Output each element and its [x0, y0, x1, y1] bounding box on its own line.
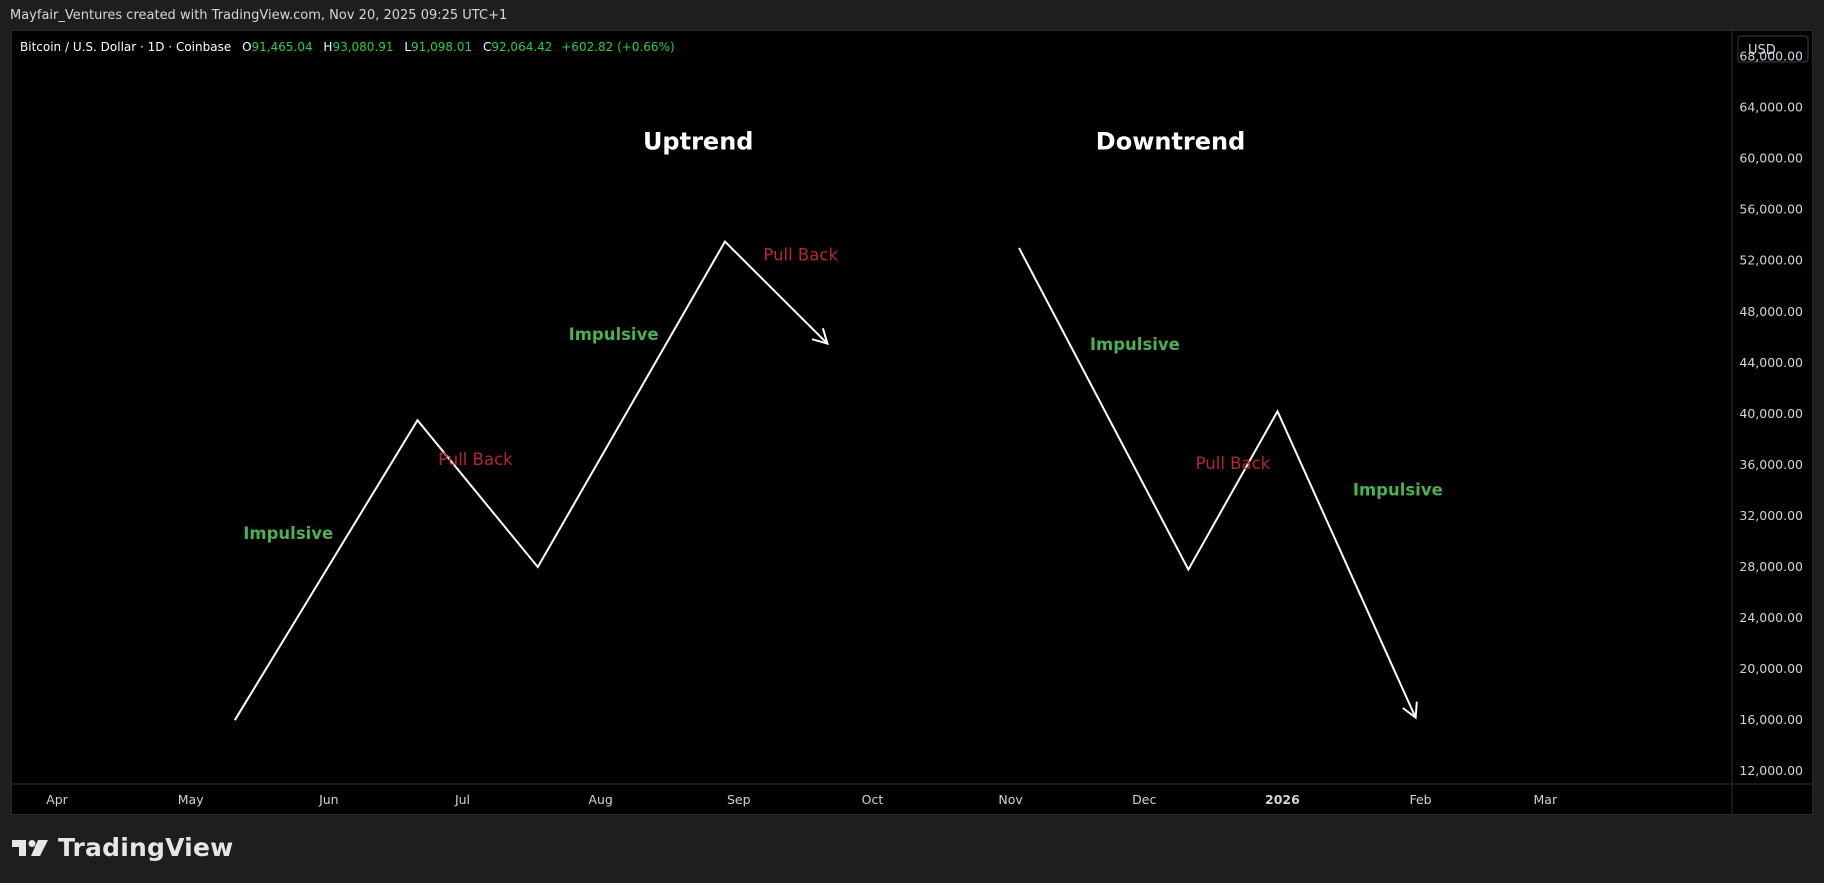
- annotation-impulsive: Impulsive: [1090, 335, 1180, 354]
- annotation-pullback: Pull Back: [1196, 454, 1271, 473]
- x-tick-label: Nov: [998, 792, 1023, 807]
- tradingview-logo[interactable]: TradingView: [12, 833, 233, 862]
- y-tick-label: 40,000.00: [1739, 406, 1803, 421]
- annotation-heading: Uptrend: [643, 128, 754, 156]
- x-tick-label: 2026: [1265, 792, 1300, 807]
- time-axis[interactable]: Apr May Jun Jul Aug Sep Oct Nov Dec 2026 Feb Mar: [46, 792, 1558, 807]
- chart-panel: [11, 30, 1813, 815]
- high-label: H: [323, 40, 332, 54]
- chart-credit: Mayfair_Ventures created with TradingVie…: [10, 8, 508, 23]
- y-tick-label: 16,000.00: [1739, 712, 1803, 727]
- x-tick-label: Dec: [1132, 792, 1156, 807]
- low-value: 91,098.01: [411, 40, 472, 54]
- symbol-legend: Bitcoin / U.S. Dollar · 1D · Coinbase O9…: [20, 40, 675, 54]
- x-tick-label: Mar: [1534, 792, 1558, 807]
- symbol-name: Bitcoin / U.S. Dollar · 1D · Coinbase: [20, 40, 231, 54]
- y-tick-label: 56,000.00: [1739, 202, 1803, 217]
- y-tick-label: 68,000.00: [1739, 49, 1803, 64]
- low-label: L: [404, 40, 411, 54]
- annotation-pullback: Pull Back: [438, 450, 513, 469]
- y-tick-label: 36,000.00: [1739, 457, 1803, 472]
- y-tick-label: 52,000.00: [1739, 253, 1803, 268]
- close-value: 92,064.42: [491, 40, 552, 54]
- x-tick-label: Sep: [727, 792, 751, 807]
- x-tick-label: Apr: [46, 792, 68, 807]
- y-tick-label: 12,000.00: [1739, 763, 1803, 778]
- y-tick-label: 60,000.00: [1739, 151, 1803, 166]
- open-label: O: [242, 40, 251, 54]
- x-tick-label: Jun: [318, 792, 339, 807]
- close-label: C: [483, 40, 491, 54]
- y-tick-label: 64,000.00: [1739, 100, 1803, 115]
- annotation-impulsive: Impulsive: [243, 524, 333, 543]
- arrow-head-uptrend: [811, 328, 829, 346]
- annotation-impulsive: Impulsive: [1353, 481, 1443, 500]
- y-tick-label: 24,000.00: [1739, 610, 1803, 625]
- high-value: 93,080.91: [332, 40, 393, 54]
- y-tick-label: 32,000.00: [1739, 508, 1803, 523]
- currency-button[interactable]: USD: [1737, 35, 1809, 63]
- annotation-heading: Downtrend: [1096, 128, 1246, 156]
- open-value: 91,465.04: [252, 40, 313, 54]
- price-axis[interactable]: 12,000.00 16,000.00 20,000.00 24,000.00 28,0…: [1739, 49, 1803, 779]
- x-tick-label: Oct: [862, 792, 884, 807]
- chart-header: Mayfair_Ventures created with TradingVie…: [0, 0, 1824, 30]
- currency-label: USD: [1748, 43, 1776, 58]
- x-tick-label: Feb: [1409, 792, 1431, 807]
- x-tick-label: May: [178, 792, 204, 807]
- y-tick-label: 20,000.00: [1739, 661, 1803, 676]
- x-tick-label: Jul: [454, 792, 470, 807]
- series-line-downtrend: [1018, 247, 1417, 719]
- y-tick-label: 48,000.00: [1739, 304, 1803, 319]
- series-line-uptrend: [233, 239, 829, 721]
- tradingview-wordmark: TradingView: [58, 833, 234, 862]
- annotation-impulsive: Impulsive: [569, 325, 659, 344]
- y-tick-label: 44,000.00: [1739, 355, 1803, 370]
- tradingview-logo-icon: [12, 839, 48, 856]
- plot-lines: [233, 239, 1418, 721]
- change-value: +602.82 (+0.66%): [561, 40, 674, 54]
- x-tick-label: Aug: [588, 792, 612, 807]
- y-tick-label: 28,000.00: [1739, 559, 1803, 574]
- arrow-head-downtrend: [1402, 701, 1418, 720]
- annotation-pullback: Pull Back: [763, 246, 838, 265]
